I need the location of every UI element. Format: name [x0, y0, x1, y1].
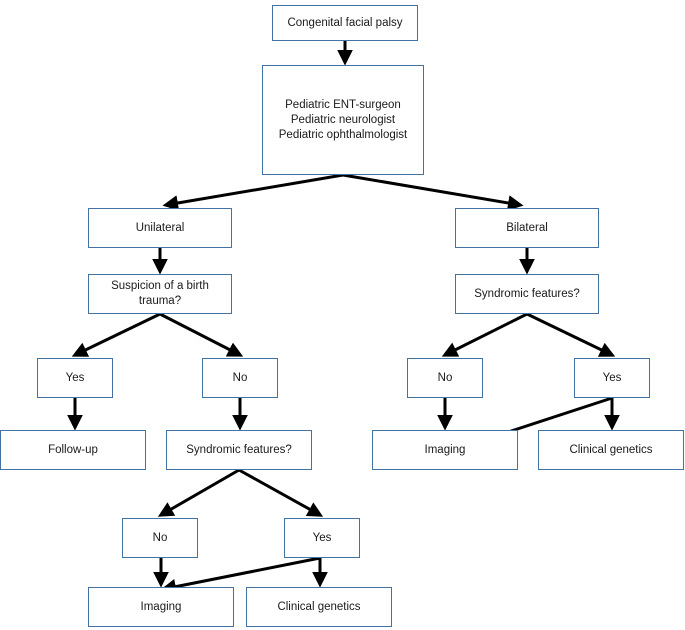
node-label-genetics-uni: Clinical genetics — [277, 600, 361, 613]
node-label-uni2-no: No — [152, 531, 168, 544]
node-label-team: Pediatric ENT-surgeon Pediatric neurolog… — [278, 98, 408, 141]
node-unilateral[interactable]: Unilateral — [88, 208, 232, 248]
node-label-uni-no: No — [232, 371, 248, 384]
edge-e-team-bilateral — [342, 173, 524, 211]
edge-e-trauma-yes — [71, 312, 161, 357]
node-start[interactable]: Congenital facial palsy — [272, 5, 418, 41]
edge-e-trauma-no — [159, 312, 244, 357]
node-label-uni2-yes: Yes — [312, 531, 332, 544]
edge-e-syndromicuni-no — [157, 468, 240, 517]
node-team[interactable]: Pediatric ENT-surgeon Pediatric neurolog… — [262, 65, 424, 175]
edge-e-syndromicbi-yes — [526, 312, 616, 357]
node-bilateral[interactable]: Bilateral — [455, 208, 599, 248]
node-label-imaging-uni: Imaging — [140, 600, 182, 613]
edge-e-team-unilateral — [162, 173, 344, 211]
node-label-syndromic-uni: Syndromic features? — [186, 443, 292, 456]
edge-e-syndromicbi-no — [441, 312, 528, 357]
node-label-unilateral: Unilateral — [135, 221, 185, 234]
node-label-imaging-bi: Imaging — [424, 443, 466, 456]
node-label-bilateral: Bilateral — [506, 221, 548, 234]
node-follow-up[interactable]: Follow-up — [0, 430, 146, 470]
node-syndromic-bi[interactable]: Syndromic features? — [455, 274, 599, 314]
node-genetics-bi[interactable]: Clinical genetics — [538, 430, 684, 470]
node-bi-yes[interactable]: Yes — [574, 358, 650, 398]
node-genetics-uni[interactable]: Clinical genetics — [246, 587, 392, 627]
node-label-bi-no: No — [437, 371, 453, 384]
node-label-genetics-bi: Clinical genetics — [569, 443, 653, 456]
edge-e-uni2yes-imaging — [160, 556, 321, 595]
node-label-bi-yes: Yes — [602, 371, 622, 384]
node-label-start: Congenital facial palsy — [287, 16, 403, 29]
node-imaging-uni[interactable]: Imaging — [88, 587, 234, 627]
node-syndromic-uni[interactable]: Syndromic features? — [166, 430, 312, 470]
node-label-syndromic-bi: Syndromic features? — [474, 287, 580, 300]
node-label-birth-trauma: Suspicion of a birth trauma? — [111, 280, 209, 307]
node-label-follow-up: Follow-up — [48, 443, 98, 456]
node-bi-no[interactable]: No — [407, 358, 483, 398]
node-imaging-bi[interactable]: Imaging — [372, 430, 518, 470]
node-uni2-no[interactable]: No — [122, 518, 198, 558]
node-birth-trauma[interactable]: Suspicion of a birth trauma? — [88, 274, 232, 314]
edge-e-syndromicuni-yes — [238, 468, 324, 517]
node-uni-yes[interactable]: Yes — [37, 358, 113, 398]
node-label-uni-yes: Yes — [65, 371, 85, 384]
node-uni2-yes[interactable]: Yes — [284, 518, 360, 558]
node-uni-no[interactable]: No — [202, 358, 278, 398]
